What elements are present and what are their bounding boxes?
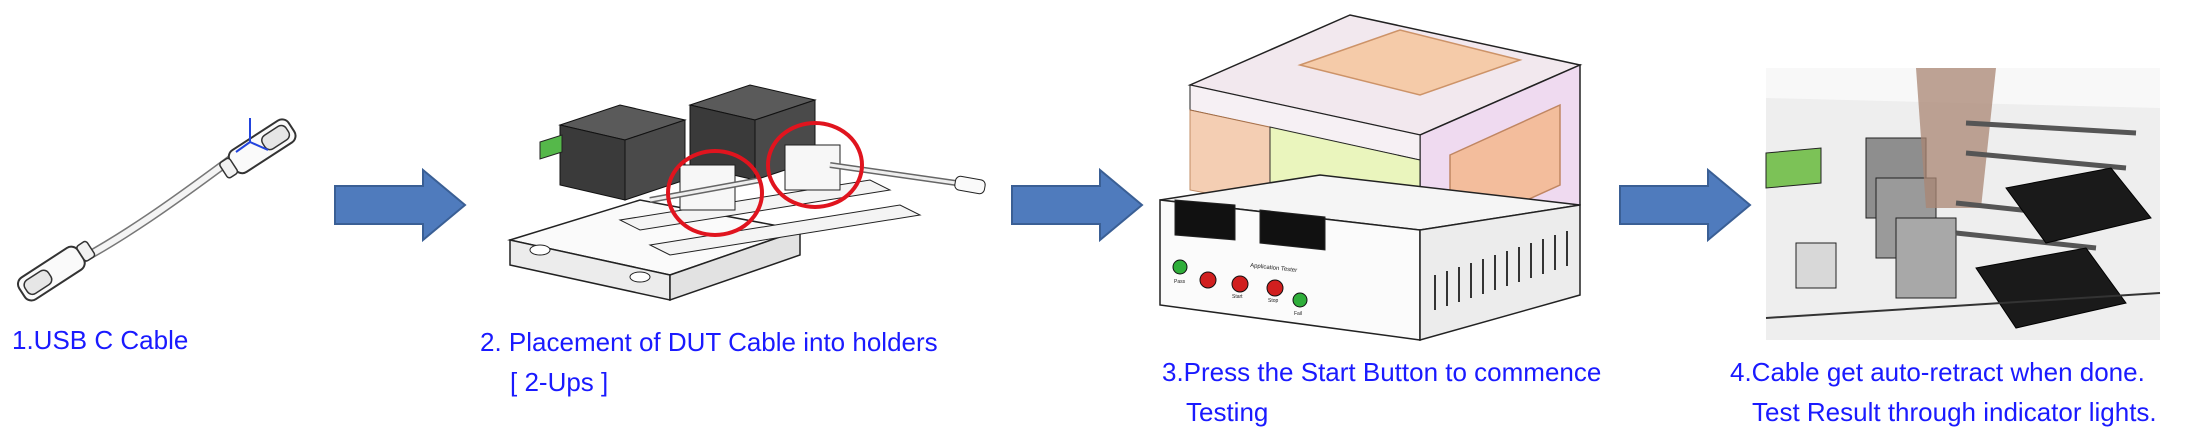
step-2-caption-line2: [ 2-Ups ] <box>510 367 609 397</box>
step-4-caption-line2: Test Result through indicator lights. <box>1752 397 2157 427</box>
right-arrow-icon <box>1011 167 1144 243</box>
step-2-caption: 2. Placement of DUT Cable into holders [… <box>480 322 938 402</box>
retract-closeup-illustration <box>1765 68 2161 340</box>
tester-machine-illustration: Application Tester Pass Start Stop Fail <box>1159 14 1583 341</box>
machine-button-pass-label: Pass <box>1174 279 1186 285</box>
machine-panel-title: Application Tester <box>1250 263 1298 274</box>
fixture-holders-illustration <box>507 84 986 302</box>
step-3-caption-line1: 3.Press the Start Button to commence <box>1162 357 1602 387</box>
step-3-caption: 3.Press the Start Button to commence Tes… <box>1162 352 1601 432</box>
machine-button-stop-label: Stop <box>1268 298 1279 304</box>
step-3-caption-line2: Testing <box>1186 397 1269 427</box>
step-4-caption: 4.Cable get auto-retract when done. Test… <box>1730 352 2157 432</box>
usb-c-cable-illustration <box>16 118 297 302</box>
machine-button-fail-label: Fail <box>1294 311 1302 317</box>
right-arrow-icon <box>1619 167 1752 243</box>
machine-button-start-label: Start <box>1232 294 1243 300</box>
step-1-caption-line1: 1.USB C Cable <box>12 325 189 355</box>
step-2-caption-line1: 2. Placement of DUT Cable into holders <box>480 327 938 357</box>
step-4-caption-line1: 4.Cable get auto-retract when done. <box>1730 357 2145 387</box>
step-1-caption: 1.USB C Cable <box>12 320 188 360</box>
right-arrow-icon <box>334 167 467 243</box>
